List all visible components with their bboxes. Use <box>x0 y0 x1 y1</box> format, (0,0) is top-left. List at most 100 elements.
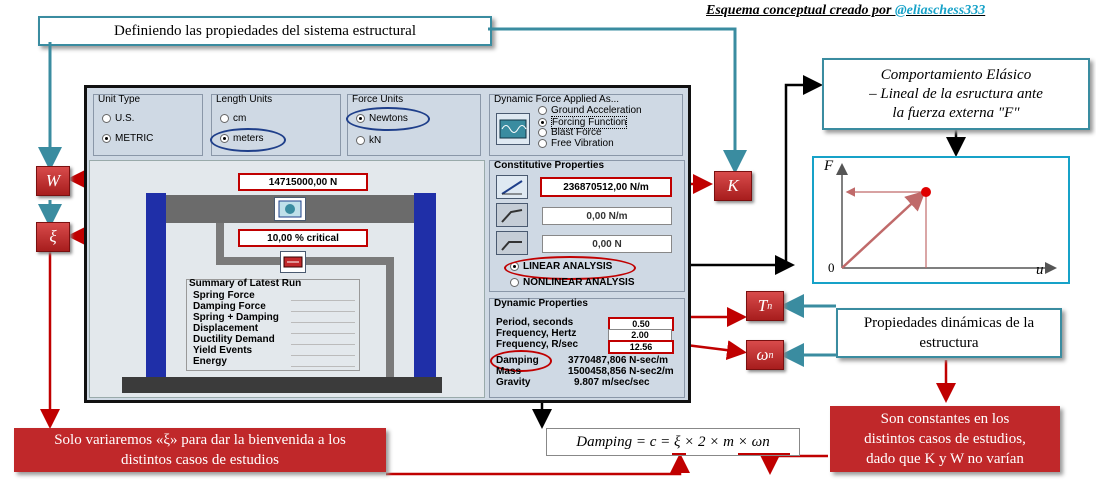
meters-highlight-ellipse <box>210 128 286 152</box>
ground-slab <box>122 377 442 393</box>
radio-dot-icon <box>538 139 547 148</box>
radio-dot-icon <box>102 114 111 123</box>
radio-dot-icon <box>356 136 365 145</box>
yield-force-field[interactable]: 0,00 N <box>542 235 672 253</box>
nonlinear-analysis-radio[interactable]: NONLINEAR ANALYSIS <box>510 277 635 288</box>
forcing-function-icon[interactable] <box>496 113 530 145</box>
formula-xi-underline <box>672 453 686 455</box>
blast-force-label: Blast Force <box>551 127 602 138</box>
free-vibration-label: Free Vibration <box>551 138 614 149</box>
forcing-function-radio[interactable]: Forcing Function <box>538 116 628 129</box>
summary-row: Displacement <box>193 323 259 334</box>
software-window: Unit Type U.S. METRIC Length Units cm me… <box>84 85 691 403</box>
weight-field[interactable]: 14715000,00 N <box>238 173 368 191</box>
structure-panel: 14715000,00 N 10,00 % critical Summary o… <box>89 160 485 398</box>
dynamic-properties-group: Dynamic Properties Period, seconds 0.50 … <box>489 298 685 398</box>
mass-label: Mass <box>496 366 522 377</box>
elastic-behavior-callout: Comportamiento Elásico – Lineal de la es… <box>822 58 1090 130</box>
stiffness-field[interactable]: 236870512,00 N/m <box>540 177 672 197</box>
graph-y-label: F <box>824 158 834 174</box>
tn-symbol-text: T <box>757 296 768 315</box>
gravity-label: Gravity <box>496 377 531 388</box>
summary-row: Spring + Damping <box>193 312 279 323</box>
red-line-note-to-formula <box>386 453 690 476</box>
black-line-to-elastic <box>784 75 823 265</box>
secondary-stiffness-value: 0,00 N/m <box>586 210 628 222</box>
length-cm-label: cm <box>233 113 247 124</box>
summary-row-value <box>291 356 355 367</box>
xi-symbol: ξ <box>36 222 70 252</box>
summary-row: Damping Force <box>193 301 266 312</box>
unit-us-label: U.S. <box>115 113 135 124</box>
constitutive-title: Constitutive Properties <box>494 160 605 171</box>
newtons-highlight-ellipse <box>346 107 430 131</box>
yield-curve-icon[interactable] <box>496 203 528 227</box>
yield-force-value: 0,00 N <box>592 238 622 250</box>
formula-m-wn-underline <box>738 453 790 455</box>
unit-us-radio[interactable]: U.S. <box>102 113 134 124</box>
stiffness-value: 236870512,00 N/m <box>563 181 649 193</box>
radio-dot-icon <box>538 106 547 115</box>
damper-icon[interactable] <box>280 251 306 273</box>
summary-row: Ductility Demand <box>193 334 275 345</box>
damping-percent-field[interactable]: 10,00 % critical <box>238 229 368 247</box>
teal-line-title-to-k <box>488 27 747 174</box>
mass-icon[interactable] <box>274 197 306 221</box>
unit-type-group: Unit Type U.S. METRIC <box>93 94 203 156</box>
constitutive-group: Constitutive Properties 236870512,00 N/m… <box>489 160 685 292</box>
blast-force-radio[interactable]: Blast Force <box>538 127 602 138</box>
freq-hz-value: 2.00 <box>631 330 649 340</box>
radio-dot-icon <box>220 114 229 123</box>
period-label: Period, seconds <box>496 317 574 328</box>
unit-type-title: Unit Type <box>98 94 141 105</box>
xi-variation-note: Solo variaremos «ξ» para dar la bienveni… <box>14 428 386 472</box>
ground-acceleration-radio[interactable]: Ground Acceleration <box>538 105 642 116</box>
const-line-2: distintos casos de estudios, <box>864 431 1026 447</box>
dynamic-properties-callout: Propiedades dinámicas de la estructura <box>836 308 1062 358</box>
summary-row: Yield Events <box>193 345 253 356</box>
graph-x-label: u <box>1036 262 1044 278</box>
damper-link-h <box>216 257 286 265</box>
const-line-1: Son constantes en los <box>880 411 1010 427</box>
period-value: 0.50 <box>632 319 650 329</box>
linear-highlight-ellipse <box>504 256 636 280</box>
summary-row-value <box>291 334 355 345</box>
formula-text: Damping = c = ξ × 2 × m × ωn <box>576 433 770 450</box>
unit-metric-radio[interactable]: METRIC <box>102 133 153 144</box>
summary-row-value <box>291 312 355 323</box>
w-symbol-text: W <box>45 171 61 190</box>
force-displacement-graph: F u 0 <box>812 156 1070 284</box>
wn-symbol-text: ω <box>756 345 769 364</box>
left-column <box>146 193 166 377</box>
length-cm-radio[interactable]: cm <box>220 113 246 124</box>
damping-coef: 3770487,806 N-sec/m <box>568 355 669 366</box>
unit-metric-label: METRIC <box>115 133 154 144</box>
summary-row-value <box>291 345 355 356</box>
yield-force-icon[interactable] <box>496 231 528 255</box>
wn-subscript: n <box>768 349 774 361</box>
constants-note: Son constantes en los distintos casos de… <box>830 406 1060 472</box>
elastic-line-2: – Lineal de la esructura ante <box>869 85 1043 102</box>
dynamic-force-group: Dynamic Force Applied As... Ground Accel… <box>489 94 683 156</box>
title-callout: Definiendo las propiedades del sistema e… <box>38 16 492 46</box>
force-units-title: Force Units <box>352 94 404 105</box>
length-units-title: Length Units <box>216 94 273 105</box>
yield-point <box>921 187 931 197</box>
credit-handle[interactable]: @eliaschess333 <box>895 3 986 18</box>
secondary-stiffness-field[interactable]: 0,00 N/m <box>542 207 672 225</box>
linear-spring-icon[interactable] <box>496 175 528 199</box>
damping-percent-value: 10,00 % critical <box>267 232 339 244</box>
summary-title: Summary of Latest Run <box>189 278 302 289</box>
dyn-props-line-2: estructura <box>919 335 979 351</box>
damper-link-r <box>302 257 394 265</box>
freq-hz-label: Frequency, Hertz <box>496 328 577 339</box>
dynamic-force-title: Dynamic Force Applied As... <box>494 94 620 105</box>
free-vibration-radio[interactable]: Free Vibration <box>538 138 614 149</box>
tn-subscript: n <box>767 300 773 312</box>
radio-dot-icon <box>538 118 547 127</box>
force-kn-radio[interactable]: kN <box>356 135 381 146</box>
xi-symbol-text: ξ <box>49 227 57 246</box>
graph-origin-label: 0 <box>828 260 835 275</box>
